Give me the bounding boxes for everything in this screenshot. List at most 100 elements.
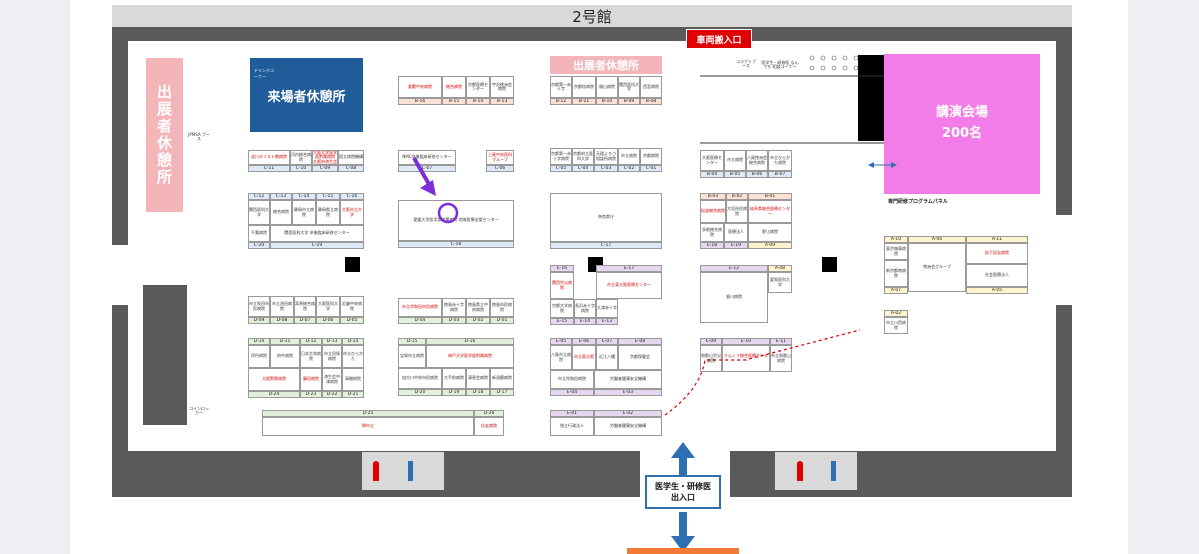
contact-booth: コラクトブース <box>736 58 756 68</box>
booth-label: 近畿中央病院 <box>340 296 364 317</box>
booth-label: 堺市立 <box>262 417 474 436</box>
stage-black <box>858 55 884 141</box>
booth-label: 京都府立医科大学 <box>572 148 594 165</box>
booth-code: E-06 <box>572 338 596 345</box>
bottom-orange-bar <box>627 548 739 554</box>
coin-locker: コインロッカー <box>189 405 209 415</box>
booth-label: 加古川中央市民病院 <box>398 368 442 389</box>
booth-code: D-12 <box>300 338 322 345</box>
booth-code: B-14 <box>466 98 490 105</box>
booth-code: E-18 <box>700 242 724 249</box>
booth-code: D-02 <box>466 317 490 324</box>
booth-label: 大阪市立大学 <box>340 200 364 225</box>
right-opening <box>1055 215 1073 305</box>
booth-label: 近江八幡 <box>596 345 618 370</box>
booth-label: 市立ひらかた <box>342 345 364 368</box>
booth-label: 八尾市立病院 <box>550 345 572 370</box>
booth-label: 多根総合病院 <box>700 223 724 242</box>
visitor-lounge: 来場者休憩所 <box>250 58 363 132</box>
booth-label: 淀川キリスト教病院 <box>248 150 290 165</box>
booth-code: B-04 <box>700 171 724 178</box>
booth-label: 市立岸和田市民病院 <box>398 298 442 317</box>
booth-code: C-20 <box>248 242 270 249</box>
booth-label: 大阪医療センター <box>700 150 724 171</box>
booth-label: 新京都南病院 <box>884 260 908 287</box>
booth-label: 市立ひらかた病院 <box>768 150 792 171</box>
booth-label: 国立病院機構 <box>338 150 364 165</box>
booth-code: C-16 <box>340 193 364 200</box>
booth-label: 和歌山労災病院 <box>700 345 722 372</box>
booth-label: 西宮病院 <box>640 76 662 98</box>
booth-label: 市立岸和田病院 <box>550 370 594 389</box>
booth-code: D-11 <box>270 338 300 345</box>
booth-code: A-11 <box>966 236 1028 243</box>
booth-code: A-06 <box>908 236 966 243</box>
booth-label: 京都第一赤十字 <box>550 76 572 98</box>
booth-code: C-03 <box>594 165 618 172</box>
booth-code: E-19 <box>724 242 748 249</box>
booth-label: 岐阜県総合医療センター <box>748 200 792 223</box>
booth-code: D-01 <box>490 317 514 324</box>
drink-corner: ドリンクコーナー <box>254 68 274 79</box>
booth-code: B-01 <box>748 193 792 200</box>
booth-code: C-12 <box>248 193 270 200</box>
booth-code: B-03 <box>700 193 726 200</box>
booth-label: 社会医療法人 <box>966 264 1028 287</box>
pillar <box>822 257 837 272</box>
booth-code: E-09 <box>700 338 722 345</box>
booth-code: E-14 <box>574 318 596 325</box>
booth-label: 伊丹病院 <box>248 345 270 368</box>
booth-code: C-04 <box>572 165 594 172</box>
booth-label: 徳島赤十字病院 <box>442 298 466 317</box>
restroom-right <box>775 452 857 490</box>
booth-label: 府中病院 <box>270 345 300 368</box>
booth-label: 高槻病院 <box>342 368 364 391</box>
booth-code: E-05 <box>550 338 572 345</box>
booth-code: E-15 <box>550 318 574 325</box>
booth-code: C-14 <box>292 193 316 200</box>
lecture-hall-capacity: 200名 <box>941 126 983 141</box>
booth-label: 大垣市民病院 <box>726 200 748 223</box>
booth-label: 済生会中津病院 <box>322 368 342 391</box>
jpmsa-booth: JPMSA ブース <box>188 131 210 141</box>
left-gray-block <box>143 285 187 425</box>
booth-label: 京都医療センター <box>466 76 490 98</box>
lecture-hall-name: 講演会場 <box>935 105 988 121</box>
booth-label: 長浜赤十字病院 <box>574 299 596 318</box>
booth-label: 香川病院 <box>700 272 768 323</box>
booth-code: D-15 <box>398 338 426 345</box>
exhibitor-lounge-top: 出展者休憩所 <box>550 56 662 74</box>
